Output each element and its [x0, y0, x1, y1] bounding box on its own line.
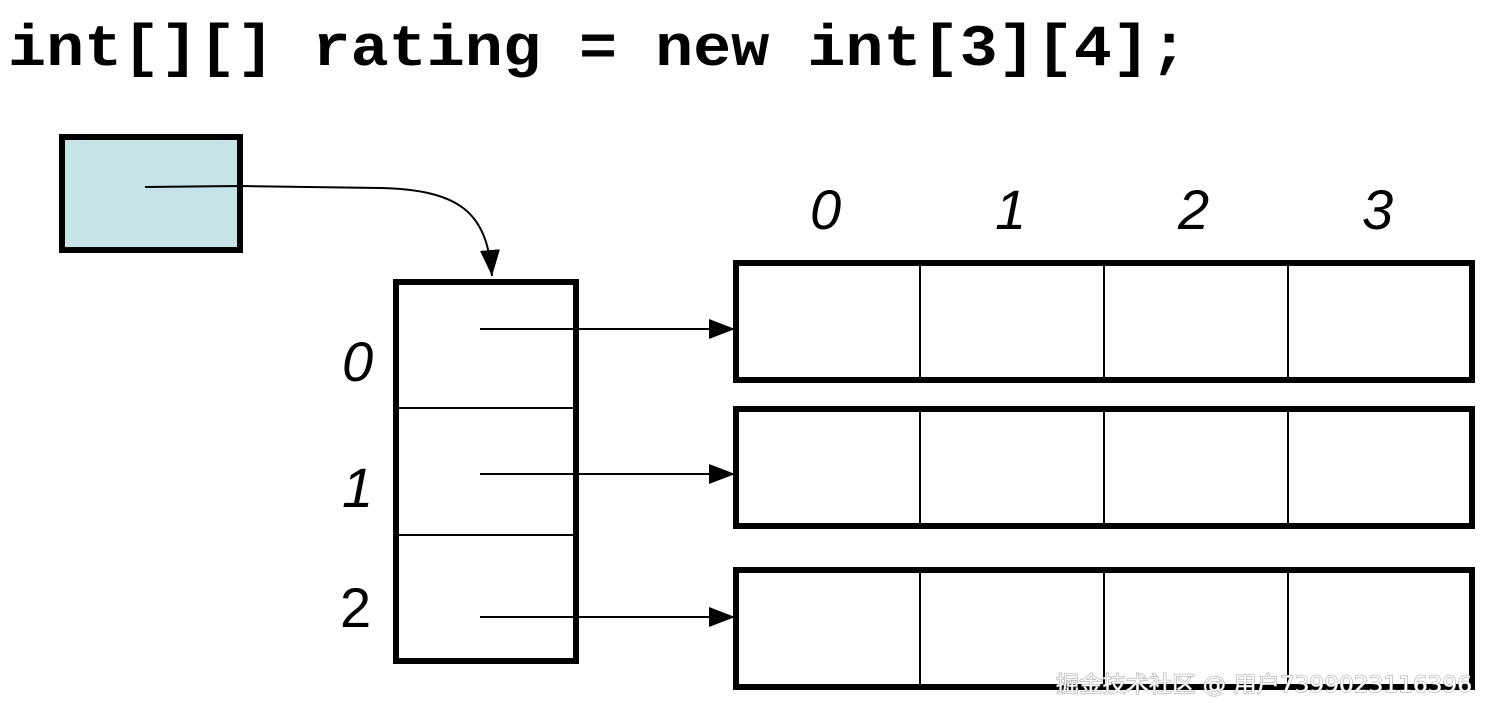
- column-index-label: 3: [1362, 178, 1393, 241]
- column-index-label: 0: [810, 178, 841, 241]
- row-index-label: 0: [342, 330, 373, 393]
- code-declaration: int[][] rating = new int[3][4];: [8, 18, 1188, 83]
- watermark: 掘金技术社区 @ 用户7399023116396: [1056, 673, 1472, 698]
- row-index-label: 1: [342, 456, 373, 519]
- reference-variable-box: [59, 134, 243, 253]
- inner-array-row: [733, 406, 1475, 529]
- outer-array: [393, 279, 579, 664]
- inner-array-row: [733, 260, 1475, 383]
- reference-arrow: [144, 184, 500, 277]
- inner-array-row: [733, 567, 1475, 690]
- row-index-label: 2: [340, 576, 371, 639]
- outer-array-border: [393, 279, 579, 664]
- column-index-label: 2: [1177, 178, 1209, 241]
- column-index-label: 1: [995, 178, 1026, 241]
